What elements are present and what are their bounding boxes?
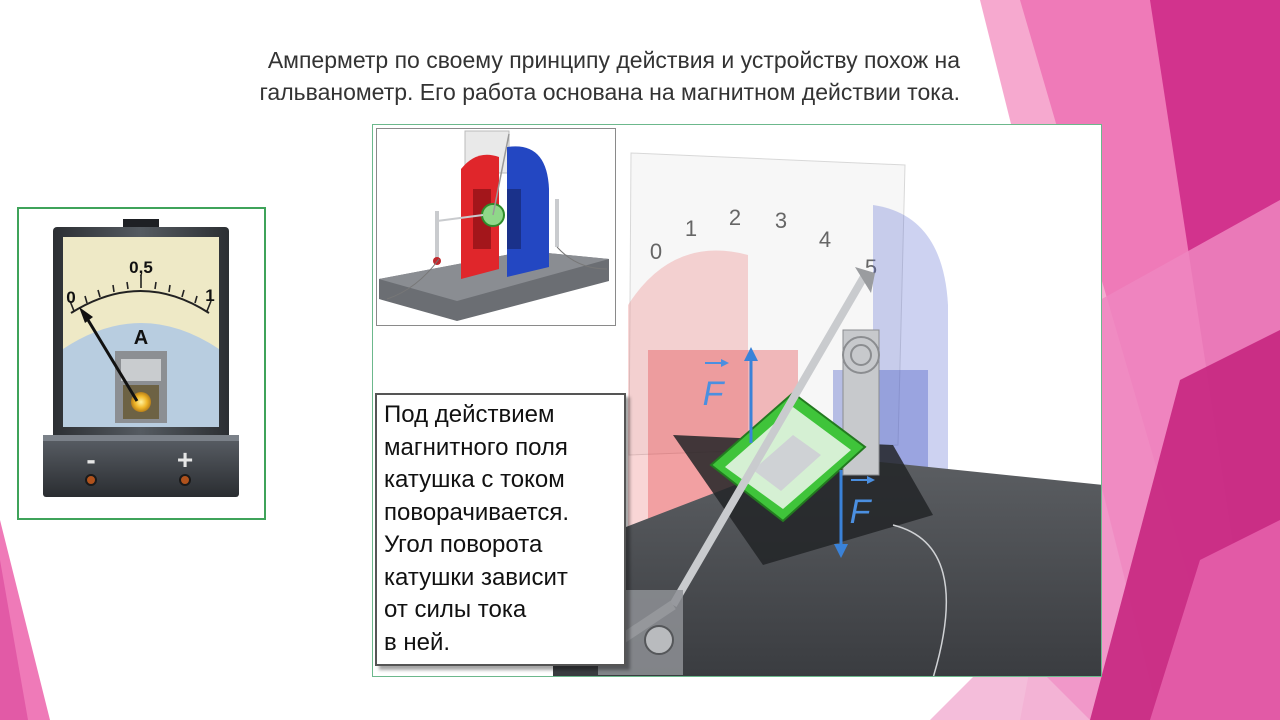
scale-label-3: 3	[775, 208, 787, 233]
scale-label-1: 1	[685, 216, 697, 241]
caption-line-1: Амперметр по своему принципу действия и …	[267, 47, 960, 73]
info-line-5: Угол поворота	[384, 531, 543, 558]
force-label-down: F	[850, 493, 873, 531]
slide-caption: Амперметр по своему принципу действия и …	[130, 44, 960, 108]
ammeter-minus-terminal-label: -	[86, 444, 95, 475]
force-label-up: F	[703, 375, 726, 413]
info-text-box: Под действием магнитного поля катушка с …	[375, 393, 626, 666]
info-line-3: катушка с током	[384, 466, 565, 493]
ammeter-needle	[83, 314, 139, 402]
ammeter-plus-terminal-label: +	[177, 444, 193, 475]
plus-terminal-icon	[179, 474, 191, 486]
info-line-2: магнитного поля	[384, 433, 568, 461]
info-line-4: поворачивается.	[384, 498, 570, 526]
galvanometer-drawing: 0 1 2 3 4 5	[553, 152, 1101, 676]
caption-line-2: гальванометр. Его работа основана на маг…	[259, 79, 960, 105]
ammeter-unit-label: A	[134, 327, 148, 349]
galvanometer-model-thumbnail	[376, 128, 616, 326]
pointer-rod	[669, 272, 869, 608]
info-line-6: катушки зависит	[384, 563, 568, 591]
minus-terminal-icon	[85, 474, 97, 486]
scale-label-4: 4	[819, 227, 831, 252]
ammeter-base	[43, 435, 239, 497]
info-line-8: в ней.	[384, 628, 451, 656]
ammeter-scale-mid: 0,5	[129, 258, 153, 277]
ammeter-scale-max: 1	[205, 286, 214, 305]
scale-label-0: 0	[650, 239, 662, 264]
galvanometer-model-drawing	[379, 130, 609, 321]
scale-label-2: 2	[729, 205, 741, 230]
ammeter-drawing: 0 0,5 1 A - +	[43, 219, 239, 497]
ammeter-scale-ticks	[69, 275, 212, 312]
galvanometer-base	[553, 455, 1101, 676]
info-line-7: от силы тока	[384, 596, 527, 623]
ammeter-scale-zero: 0	[66, 288, 75, 307]
info-line-1: Под действием	[384, 401, 555, 428]
ammeter-illustration: 0 0,5 1 A - +	[17, 207, 266, 520]
scale-card	[628, 152, 906, 456]
